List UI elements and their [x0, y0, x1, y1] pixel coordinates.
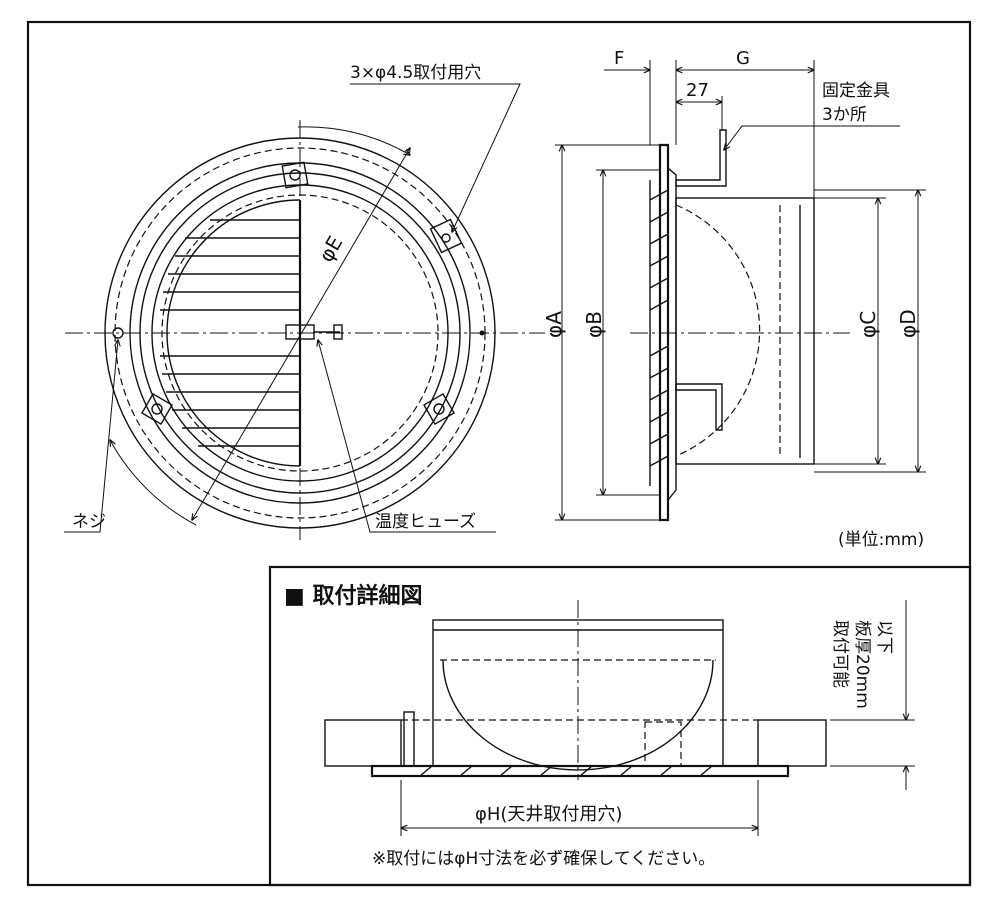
- bracket-label-2: 3か所: [822, 105, 867, 125]
- unit-label: (単位:mm): [838, 530, 924, 550]
- phiD-label: φD: [896, 309, 920, 338]
- ceiling-left: [324, 719, 402, 767]
- bracket-right: [423, 393, 455, 425]
- phiE-dimension-line: [192, 148, 410, 520]
- note-text: ※取付にはφH寸法を必ず確保してください。: [372, 849, 715, 869]
- outer-frame: [26, 20, 972, 887]
- screw-left: [112, 327, 124, 339]
- flange-outer: [104, 137, 496, 529]
- bracket-leader: [724, 125, 900, 150]
- phiH-label: φH(天井取付用穴): [475, 804, 622, 825]
- side-view: φA φB φC φD F G 27 固定金具 3か所 (単位:mm): [542, 48, 926, 550]
- F-label: F: [614, 48, 624, 69]
- dot-right: [479, 330, 485, 336]
- holes-label: 3×φ4.5取付用穴: [350, 63, 481, 83]
- G-label: G: [736, 48, 750, 69]
- holes-leader: [350, 83, 521, 232]
- screw-leader: [64, 340, 118, 533]
- detail-frame: [268, 565, 972, 887]
- board-label-3: 以下: [874, 620, 894, 654]
- board-label-1: 取付可能: [830, 620, 850, 688]
- side-bracket-bottom: [675, 383, 723, 431]
- bracket-left: [141, 393, 173, 425]
- bracket-top: [281, 161, 309, 189]
- ceiling-right: [757, 719, 827, 767]
- detail-slats: [419, 765, 713, 777]
- side-body: [675, 197, 815, 465]
- detail-title: ■ 取付詳細図: [284, 583, 422, 609]
- phiE-label: φE: [314, 232, 348, 266]
- detail-view: ■ 取付詳細図 φH(天井取付用穴): [284, 583, 915, 869]
- bracket-label-1: 固定金具: [822, 81, 890, 101]
- phiA-label: φA: [542, 311, 566, 338]
- board-label-2: 板厚20mm: [852, 620, 872, 709]
- front-view: φE 3×φ4.5取付用穴 ネジ 温度ヒューズ: [64, 63, 545, 540]
- screw-label: ネジ: [72, 512, 106, 532]
- fuse-label: 温度ヒューズ: [375, 512, 476, 532]
- detail-flange: [370, 764, 790, 778]
- phiB-label: φB: [582, 311, 606, 338]
- fuse-leader: [318, 340, 496, 533]
- dim-27-label: 27: [686, 80, 709, 101]
- side-slats: [649, 180, 669, 486]
- side-bracket-top: [675, 129, 727, 187]
- phiC-label: φC: [856, 311, 880, 338]
